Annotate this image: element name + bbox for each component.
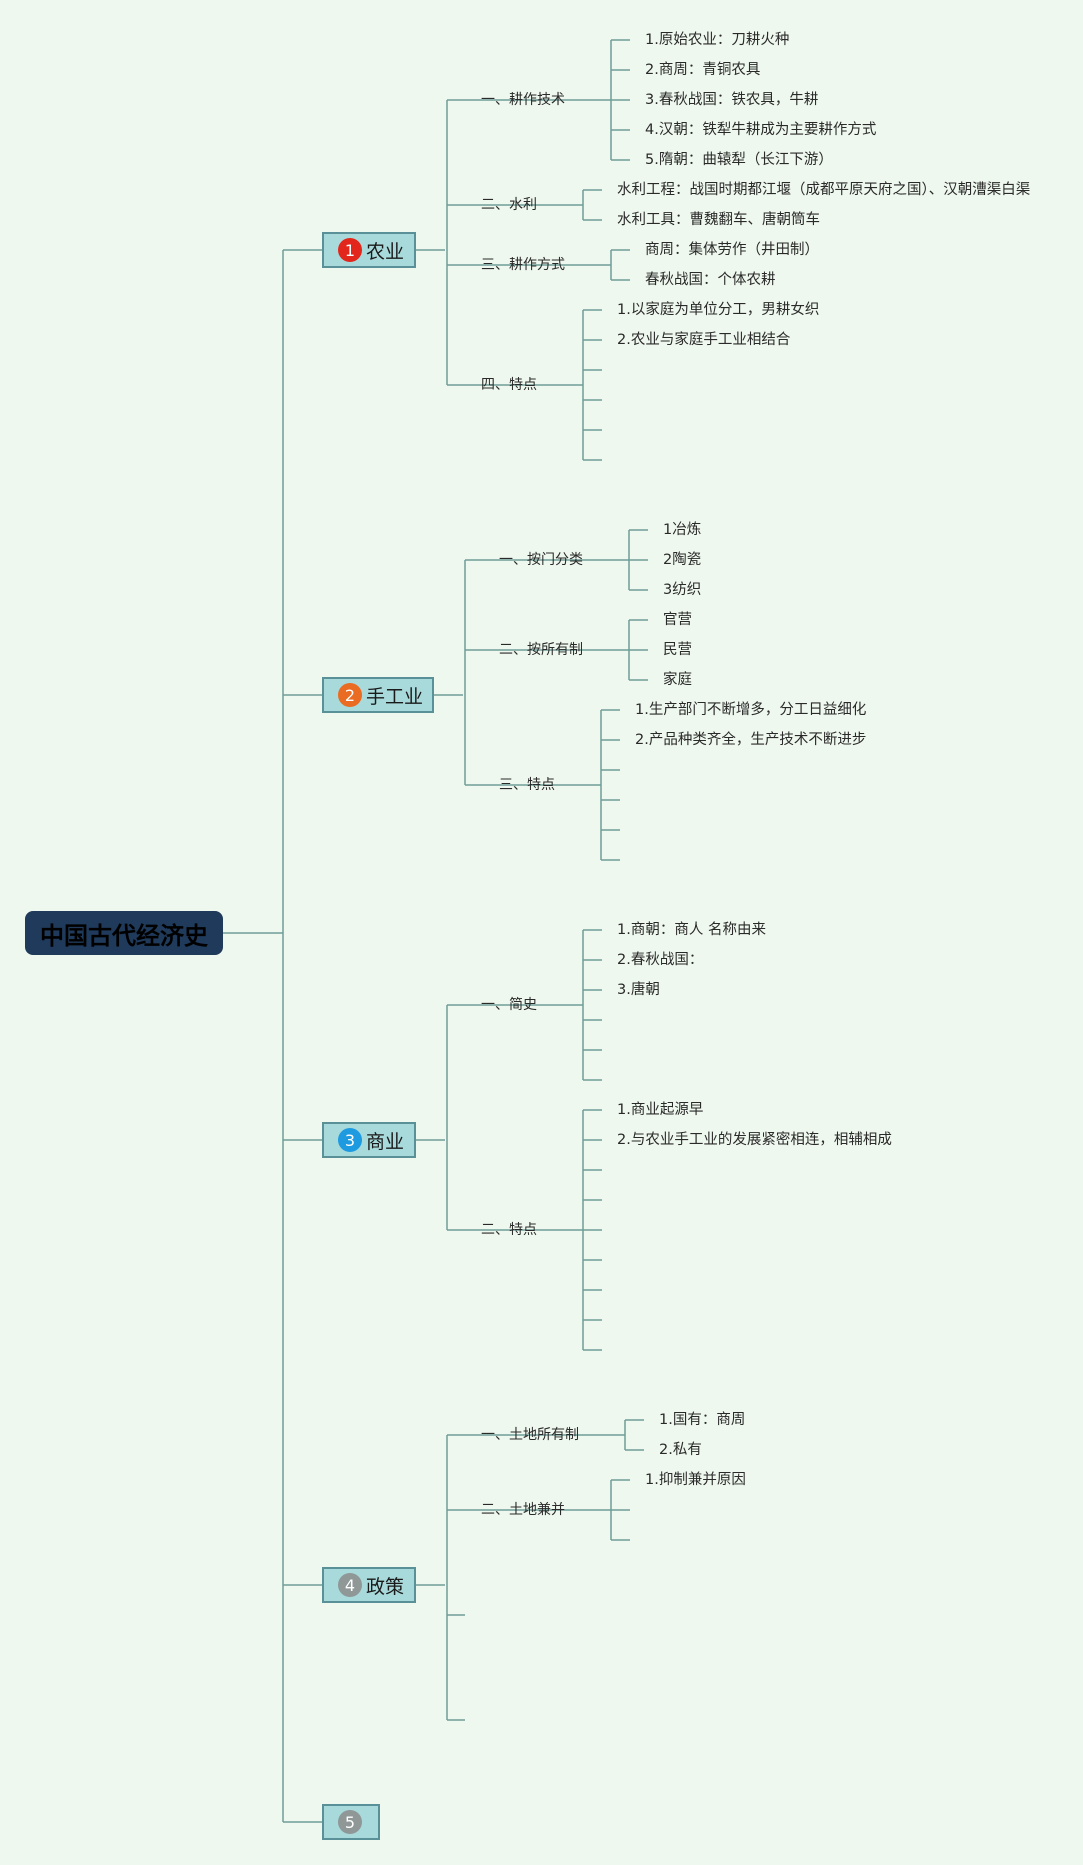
branch-label: 商业 (366, 1130, 405, 1153)
number-badge-icon: 4 (338, 1573, 362, 1597)
detail-item[interactable]: 2.商周：青铜农具 (645, 62, 761, 78)
detail-item[interactable]: 3.唐朝 (617, 982, 660, 998)
detail-item[interactable]: 1冶炼 (663, 522, 702, 538)
detail-item[interactable]: 3纺织 (663, 582, 702, 598)
detail-item[interactable]: 1.抑制兼并原因 (645, 1472, 746, 1488)
detail-item[interactable]: 2.农业与家庭手工业相结合 (617, 332, 791, 348)
number-badge-icon: 2 (338, 683, 362, 707)
detail-item[interactable]: 2.春秋战国： (617, 952, 704, 968)
branch-label: 手工业 (366, 685, 424, 708)
detail-item[interactable]: 水利工程：战国时期都江堰（成都平原天府之国）、汉朝漕渠白渠 (617, 182, 1031, 198)
detail-item[interactable]: 1.原始农业：刀耕火种 (645, 32, 790, 48)
detail-item[interactable]: 家庭 (663, 672, 692, 688)
subtopic-label[interactable]: 三、特点 (499, 777, 555, 793)
subtopic-label[interactable]: 二、土地兼并 (481, 1502, 565, 1518)
subtopic-label[interactable]: 二、特点 (481, 1222, 537, 1238)
detail-item[interactable]: 2.私有 (659, 1442, 702, 1458)
detail-item[interactable]: 2.与农业手工业的发展紧密相连，相辅相成 (617, 1132, 892, 1148)
detail-item[interactable]: 5.隋朝：曲辕犁（长江下游） (645, 152, 833, 168)
subtopic-label[interactable]: 三、耕作方式 (481, 257, 565, 273)
detail-item[interactable]: 1.国有：商周 (659, 1412, 746, 1428)
detail-item[interactable]: 民营 (663, 642, 692, 658)
detail-item[interactable]: 2陶瓷 (663, 552, 702, 568)
branch-label: 政策 (366, 1575, 405, 1598)
detail-item[interactable]: 水利工具：曹魏翻车、唐朝筒车 (617, 212, 820, 228)
subtopic-label[interactable]: 二、按所有制 (499, 642, 583, 658)
detail-item[interactable]: 春秋战国：个体农耕 (645, 272, 776, 288)
subtopic-label[interactable]: 四、特点 (481, 377, 537, 393)
detail-item[interactable]: 3.春秋战国：铁农具，牛耕 (645, 92, 819, 108)
detail-item[interactable]: 1.商业起源早 (617, 1102, 704, 1118)
subtopic-label[interactable]: 二、水利 (481, 197, 537, 213)
number-badge-icon: 1 (338, 238, 362, 262)
branch-label: 农业 (366, 240, 405, 263)
detail-item[interactable]: 2.产品种类齐全，生产技术不断进步 (635, 732, 867, 748)
detail-item[interactable]: 1.商朝：商人 名称由来 (617, 922, 766, 938)
subtopic-label[interactable]: 一、耕作技术 (481, 92, 565, 108)
detail-item[interactable]: 官营 (663, 612, 692, 628)
root-node-title[interactable]: 中国古代经济史 (25, 911, 223, 955)
branch-node-5[interactable]: 5 (322, 1804, 380, 1840)
subtopic-label[interactable]: 一、按门分类 (499, 552, 583, 568)
number-badge-icon: 3 (338, 1128, 362, 1152)
detail-item[interactable]: 商周：集体劳作（井田制） (645, 242, 819, 258)
subtopic-label[interactable]: 一、土地所有制 (481, 1427, 579, 1443)
detail-item[interactable]: 4.汉朝：铁犁牛耕成为主要耕作方式 (645, 122, 877, 138)
detail-item[interactable]: 1.以家庭为单位分工，男耕女织 (617, 302, 820, 318)
detail-item[interactable]: 1.生产部门不断增多，分工日益细化 (635, 702, 867, 718)
subtopic-label[interactable]: 一、简史 (481, 997, 537, 1013)
number-badge-icon: 5 (338, 1810, 362, 1834)
